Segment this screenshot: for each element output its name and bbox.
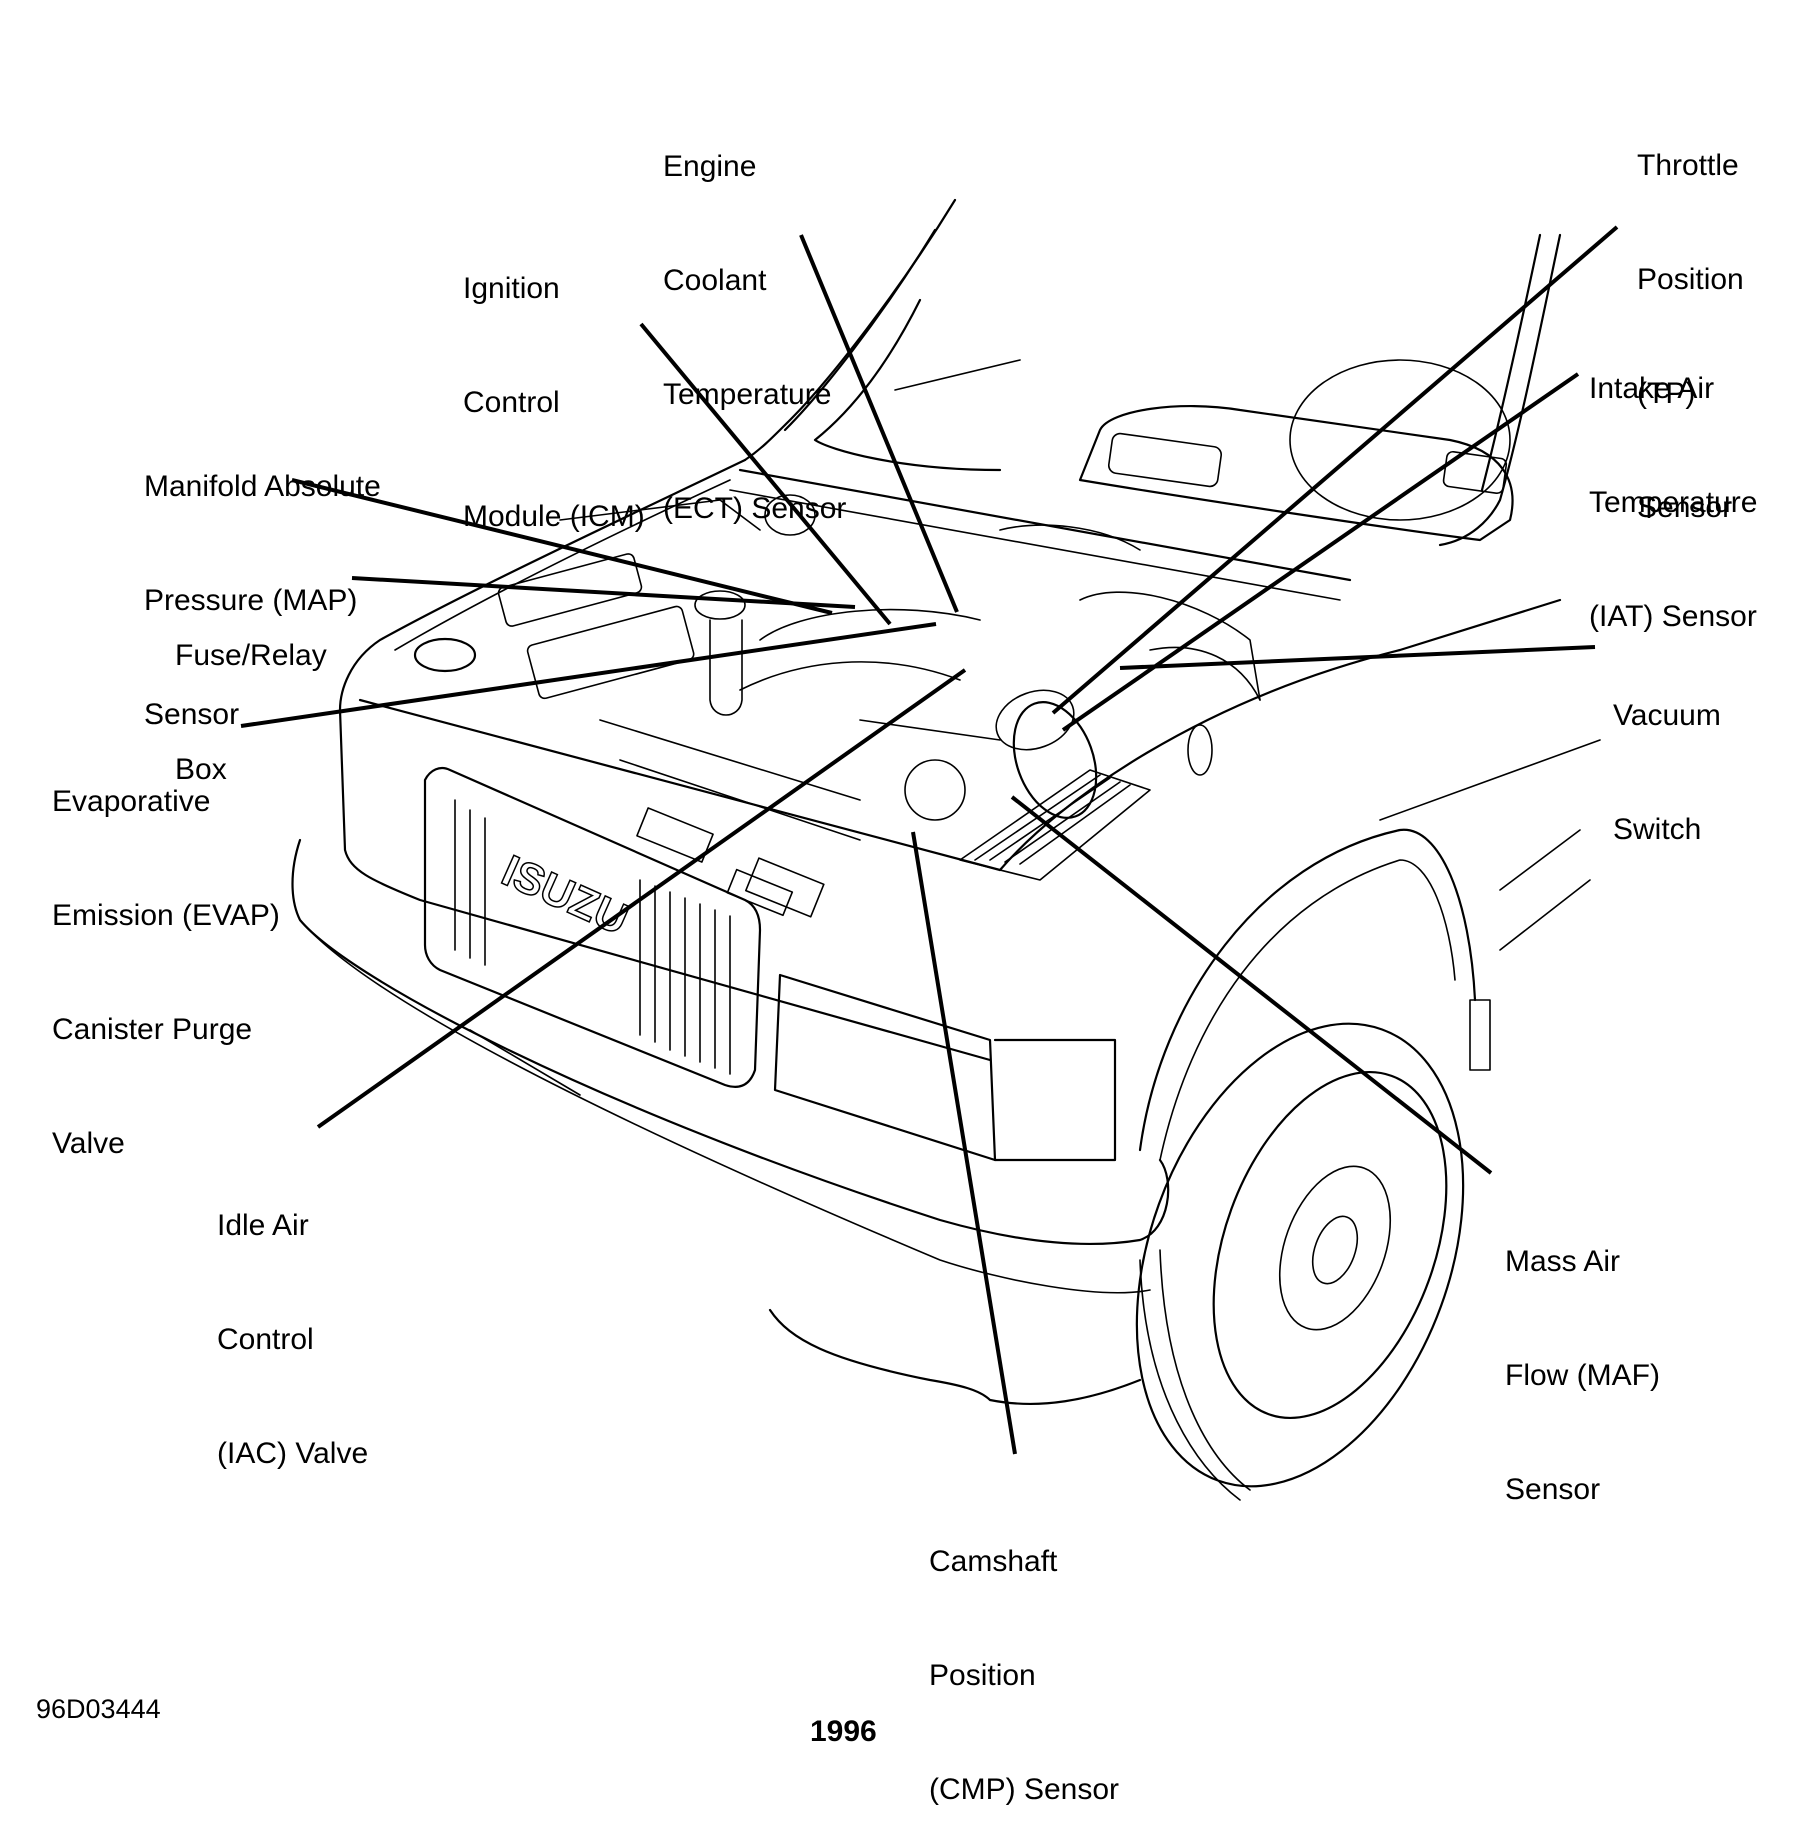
label-line: Canister Purge [52,1013,253,1046]
label-line: Temperature [1589,486,1758,519]
grille-slats [454,799,731,1075]
label-cmp: Camshaft Position (CMP) Sensor [929,1467,1119,1847]
hood-right-edge-inner [1480,233,1542,492]
front-wheel [1135,1022,1465,1501]
label-line: Box [175,753,227,786]
dashboard [1078,405,1514,542]
label-tp: Throttle Position (TP) Sensor [1637,71,1744,565]
side-line-2 [1499,829,1581,891]
cowl-inner [729,489,1341,601]
label-line: Evaporative [52,785,211,818]
figure-code: 96D03444 [36,1694,161,1724]
label-line: Intake Air [1589,372,1715,405]
label-line: Control [217,1323,314,1356]
label-evap: Evaporative Emission (EVAP) Canister Pur… [52,707,280,1201]
side-line-3 [1499,879,1591,951]
label-line: Sensor [1505,1473,1601,1506]
leader-cmp [911,831,1017,1455]
leader-icm [639,322,892,626]
label-line: (IAT) Sensor [1589,600,1757,633]
label-line: Position [929,1659,1036,1692]
left-fender-inner [394,479,731,651]
label-line: Camshaft [929,1545,1058,1578]
grille-frame [423,766,762,1088]
label-line: Pressure (MAP) [144,584,358,617]
corner-light [993,1038,1117,1162]
hood-right-edge [1438,233,1562,547]
label-line: Sensor [144,698,240,731]
label-line: Engine [663,150,757,183]
bumper-strip [469,1029,581,1096]
label-line: Module (ICM) [463,500,645,533]
label-vacuum-switch: Vacuum Switch [1613,621,1721,887]
label-line: Valve [52,1127,125,1160]
label-line: Vacuum [1613,699,1721,732]
label-line: Switch [1613,813,1702,846]
label-line: Mass Air [1505,1245,1621,1278]
right-fender [998,598,1562,872]
leader-tp [1051,225,1619,715]
radiator-support [358,698,1002,872]
label-line: Idle Air [217,1209,309,1242]
front-face [338,708,992,1062]
label-iac: Idle Air Control (IAC) Valve [217,1131,368,1511]
steering-wheel [1289,359,1511,521]
label-line: Position [1637,263,1744,296]
label-map: Manifold Absolute Pressure (MAP) Sensor [144,392,381,772]
dash-vent-right [1442,450,1508,495]
label-line: Control [463,386,560,419]
leader-vacuum [1119,645,1596,670]
year-label: 1996 [810,1715,877,1748]
leader-maf [1010,795,1493,1175]
label-line: Throttle [1637,149,1739,182]
label-line: (ECT) Sensor [663,492,847,525]
label-line: Fuse/Relay [175,639,327,672]
label-iat: Intake Air Temperature (IAT) Sensor [1589,294,1757,674]
side-line-1 [1379,739,1601,821]
label-icm: Ignition Control Module (ICM) [463,194,645,574]
hood-inner [813,298,1002,472]
label-fuse-relay-box: Fuse/Relay Box [175,561,327,827]
leader-lines [240,225,1619,1455]
leader-iac [316,668,967,1129]
leader-fuse [351,576,856,609]
bumper-lower [299,919,1151,1294]
label-line: Emission (EVAP) [52,899,280,932]
truck-engine-diagram: ISUZU [240,198,1619,1501]
mudflap [1469,999,1491,1071]
fender-arch [1138,828,1477,1152]
label-line: Ignition [463,272,560,305]
label-maf: Mass Air Flow (MAF) Sensor [1505,1167,1660,1547]
label-ect: Engine Coolant Temperature (ECT) Sensor [663,72,846,566]
hood-strut [894,359,1021,391]
leader-evap [240,622,937,728]
label-line: Coolant [663,264,767,297]
dash-vent-left [1107,432,1223,488]
label-line: (CMP) Sensor [929,1773,1120,1806]
hood-left-edge-inner [783,228,937,432]
label-line: Flow (MAF) [1505,1359,1660,1392]
label-line: (IAC) Valve [217,1437,369,1470]
label-line: Temperature [663,378,832,411]
valance [768,1308,1142,1405]
leader-iat [1061,372,1580,732]
fender-arch-inner [1159,859,1456,1161]
left-fender-top [338,458,747,712]
label-line: Manifold Absolute [144,470,381,503]
isuzu-badge: ISUZU [495,846,636,944]
label-line: (TP) [1637,377,1696,410]
leader-ect [799,234,959,613]
leader-map [291,478,833,615]
label-line: Sensor [1637,491,1733,524]
